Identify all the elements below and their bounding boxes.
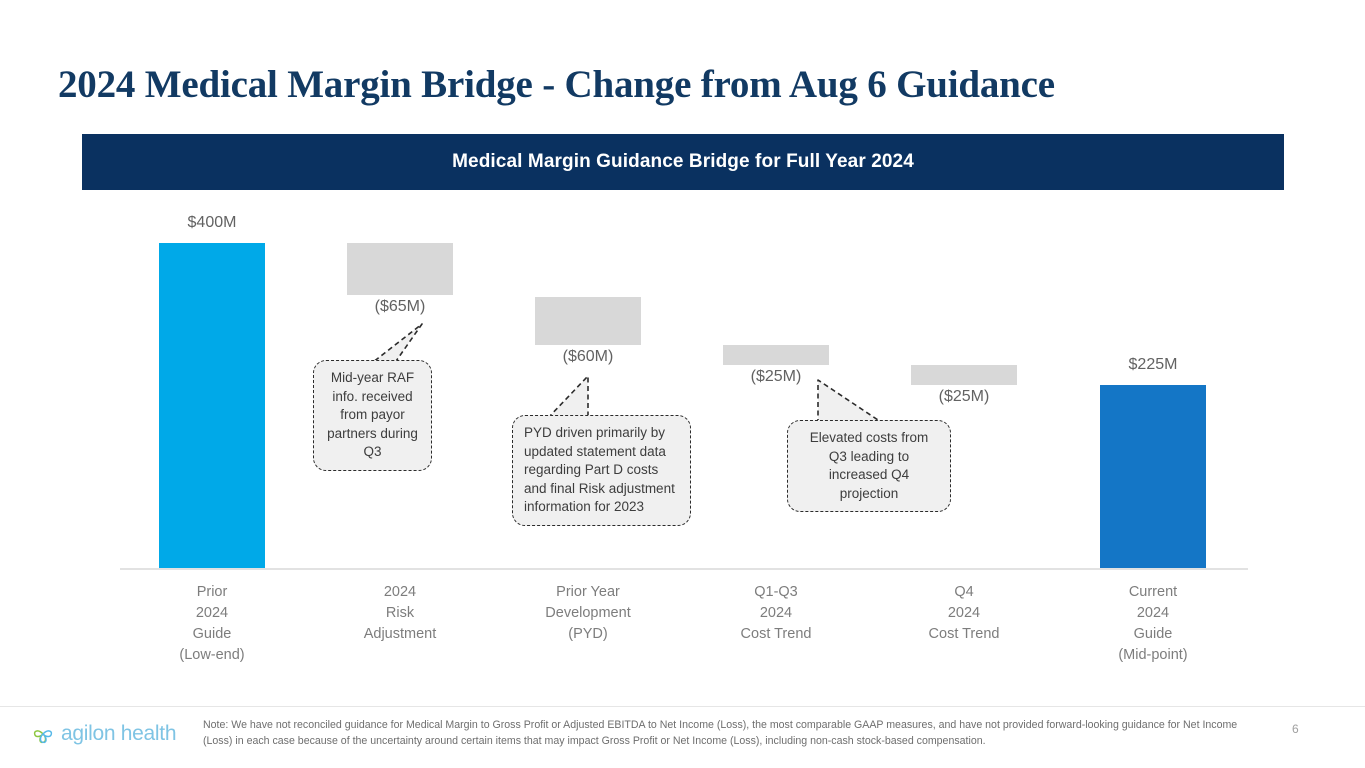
cat-line: Prior Year — [556, 584, 620, 600]
cat-line: Guide — [192, 626, 232, 642]
category-label-2024-risk-adjustment: 2024 Risk Adjustment — [300, 582, 500, 645]
cat-line: Q4 — [954, 584, 974, 600]
cat-line: (PYD) — [568, 626, 608, 642]
cat-line: 2024 — [383, 584, 417, 600]
cat-line: 2024 — [759, 605, 793, 621]
cat-line: (Mid-point) — [1118, 647, 1188, 663]
agilon-health-logo: agilon health — [30, 718, 205, 750]
cat-line: 2024 — [195, 605, 229, 621]
bar-value-q4-2024-cost-trend: ($25M) — [938, 388, 990, 405]
page-title: 2024 Medical Margin Bridge - Change from… — [58, 63, 1055, 106]
cat-line: Prior — [196, 584, 228, 600]
bar-prior-year-development — [535, 297, 641, 345]
cat-line: Current — [1128, 584, 1178, 600]
category-label-q1-q3-2024-cost-trend: Q1-Q3 2024 Cost Trend — [676, 582, 876, 645]
bar-value-prior-year-development: ($60M) — [562, 348, 614, 365]
waterfall-chart: $400M ($65M) ($60M) ($25M) ($25M) $225M … — [0, 190, 1365, 690]
cat-line: Q1-Q3 — [754, 584, 798, 600]
category-label-prior-year-development: Prior Year Development (PYD) — [488, 582, 688, 645]
cat-line: Adjustment — [363, 626, 437, 642]
cat-line: (Low-end) — [179, 647, 245, 663]
bar-value-2024-risk-adjustment: ($65M) — [374, 298, 426, 315]
bar-q1-q3-2024-cost-trend — [723, 345, 829, 365]
risk-adjustment-callout: Mid-year RAF info. received from payor p… — [313, 360, 432, 471]
footer-disclaimer-note: Note: We have not reconciled guidance fo… — [203, 719, 1238, 747]
bar-2024-risk-adjustment — [347, 243, 453, 295]
cat-line: 2024 — [1136, 605, 1170, 621]
bar-value-q1-q3-2024-cost-trend: ($25M) — [750, 368, 802, 385]
chart-header-title: Medical Margin Guidance Bridge for Full … — [452, 151, 914, 172]
cat-line: Cost Trend — [928, 626, 1000, 642]
cat-line: Guide — [1133, 626, 1173, 642]
pyd-callout: PYD driven primarily by updated statemen… — [512, 415, 691, 526]
cat-line: Development — [545, 605, 631, 621]
category-label-prior-2024-guide: Prior 2024 Guide (Low-end) — [112, 582, 312, 666]
bar-q4-2024-cost-trend — [911, 365, 1017, 385]
chart-header-banner: Medical Margin Guidance Bridge for Full … — [82, 134, 1284, 190]
axis-baseline — [120, 568, 1248, 570]
category-label-q4-2024-cost-trend: Q4 2024 Cost Trend — [864, 582, 1064, 645]
bar-prior-2024-guide — [159, 243, 265, 568]
chart-plot-area: $400M ($65M) ($60M) ($25M) ($25M) $225M … — [0, 190, 1365, 690]
footer-divider — [0, 706, 1365, 707]
page-number: 6 — [1292, 722, 1299, 736]
category-label-current-2024-guide: Current 2024 Guide (Mid-point) — [1053, 582, 1253, 666]
cat-line: 2024 — [947, 605, 981, 621]
agilon-health-wordmark: agilon health — [61, 722, 177, 745]
clover-logo-icon — [33, 730, 53, 744]
cat-line: Risk — [385, 605, 415, 621]
bar-value-prior-2024-guide: $400M — [187, 214, 237, 231]
cat-line: Cost Trend — [740, 626, 812, 642]
bar-current-2024-guide — [1100, 385, 1206, 568]
cost-trend-callout: Elevated costs from Q3 leading to increa… — [787, 420, 951, 512]
bar-value-current-2024-guide: $225M — [1128, 356, 1178, 373]
